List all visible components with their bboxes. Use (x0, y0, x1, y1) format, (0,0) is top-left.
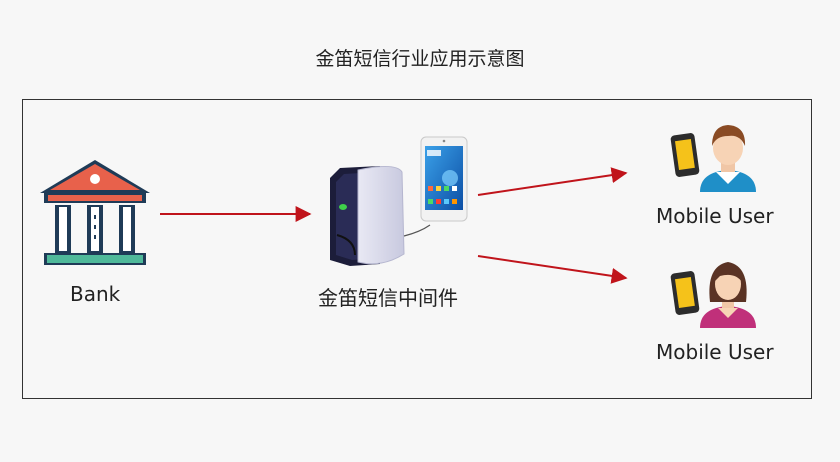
mobile-user-label-2: Mobile User (656, 340, 774, 364)
female-user-with-phone-icon (670, 262, 756, 328)
mobile-user-label-1: Mobile User (656, 204, 774, 228)
male-user-with-phone-icon (670, 125, 756, 192)
sms-gateway-device-icon (330, 166, 431, 266)
diagram-title: 金笛短信行业应用示意图 (315, 48, 525, 70)
bank-label: Bank (70, 282, 121, 306)
bank-icon (40, 160, 150, 265)
smartphone-icon (420, 136, 468, 222)
arrow-middleware-to-user1 (477, 167, 628, 196)
arrow-middleware-to-user2 (477, 255, 628, 284)
middleware-label: 金笛短信中间件 (318, 286, 458, 310)
